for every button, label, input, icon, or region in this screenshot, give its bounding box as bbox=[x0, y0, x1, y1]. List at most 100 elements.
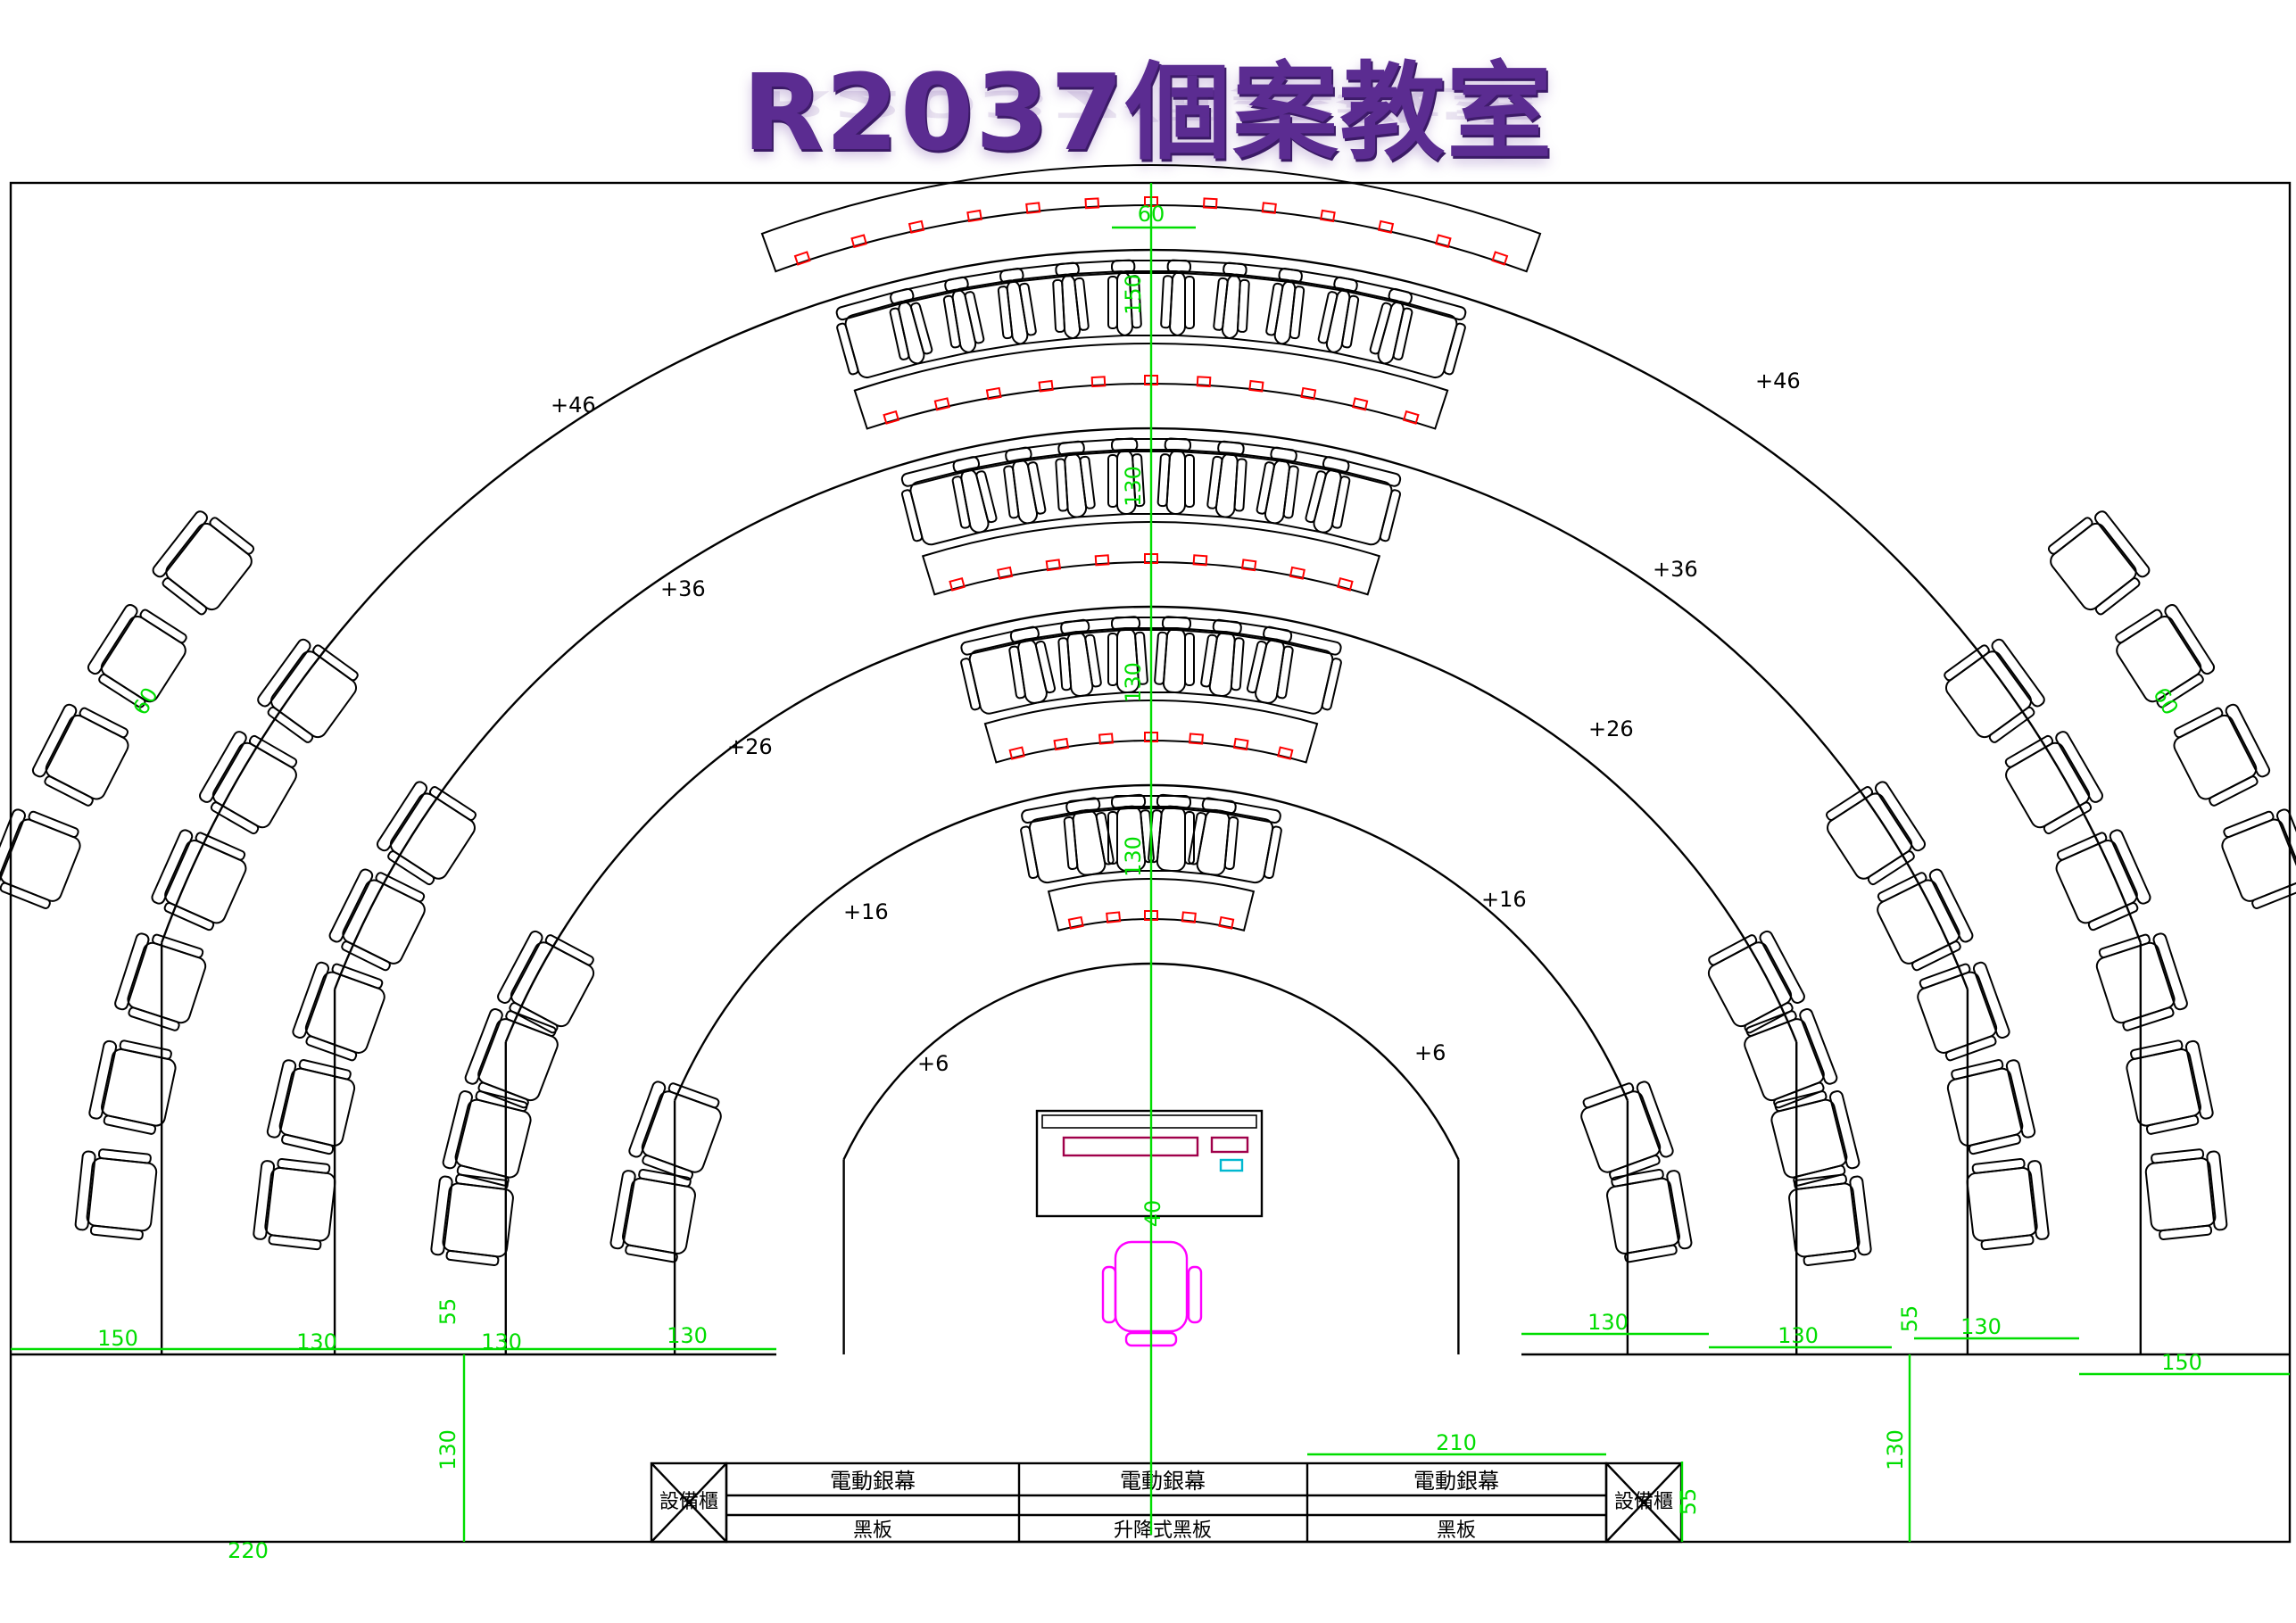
seat-arm bbox=[1265, 282, 1284, 336]
seat bbox=[2047, 510, 2151, 616]
seat-arm bbox=[1609, 1155, 1661, 1181]
seat-arm bbox=[1018, 282, 1037, 336]
seat-arm bbox=[0, 882, 51, 909]
seat-arm bbox=[162, 577, 208, 616]
dimension-label: 60 bbox=[1138, 202, 1165, 227]
seat-cushion bbox=[304, 971, 385, 1054]
seat-back bbox=[257, 638, 311, 708]
seat-arm bbox=[248, 734, 298, 768]
seat-arm bbox=[139, 609, 187, 644]
seat-arm bbox=[1951, 1059, 2004, 1081]
dimension-label: 130 bbox=[1121, 662, 1146, 703]
seat-arm bbox=[2209, 775, 2259, 807]
row-label: +16 bbox=[1481, 887, 1527, 912]
seat-arm bbox=[2087, 901, 2139, 932]
seat-arm bbox=[1107, 454, 1118, 508]
seat-back bbox=[2005, 1059, 2036, 1139]
seat bbox=[2095, 932, 2188, 1031]
seat-arm bbox=[89, 1224, 144, 1240]
seat bbox=[951, 446, 1047, 534]
seat bbox=[1055, 437, 1146, 518]
seat-arm bbox=[836, 322, 859, 376]
seat bbox=[199, 731, 298, 835]
seat-arm bbox=[1877, 872, 1927, 903]
seat-cushion bbox=[0, 818, 81, 902]
seat bbox=[609, 1168, 696, 1263]
seat-back bbox=[952, 446, 1032, 474]
seat-cushion bbox=[2221, 818, 2296, 902]
seat-back bbox=[835, 287, 915, 321]
power-outlet bbox=[1008, 746, 1025, 760]
seat-arm bbox=[445, 1249, 500, 1266]
seat bbox=[1188, 797, 1282, 884]
seat bbox=[114, 932, 207, 1031]
seat-arm bbox=[281, 1133, 335, 1155]
seat-back bbox=[1223, 261, 1303, 284]
seat-arm bbox=[1184, 276, 1195, 329]
seat-arm bbox=[2056, 832, 2108, 861]
dimension-label: 130 bbox=[435, 1429, 460, 1470]
seat-cushion bbox=[1165, 449, 1239, 518]
seat-arm bbox=[428, 786, 477, 821]
seat-back bbox=[199, 731, 247, 803]
seat bbox=[2144, 1148, 2228, 1240]
seat-arm bbox=[1276, 645, 1294, 700]
seat-arm bbox=[1443, 322, 1466, 376]
dimension-label: 130 bbox=[1960, 1314, 2002, 1339]
seat bbox=[257, 638, 359, 743]
seat-back bbox=[944, 268, 1024, 294]
power-outlet bbox=[1337, 576, 1354, 592]
dimension-label: 150 bbox=[2161, 1350, 2202, 1375]
seat-arm bbox=[2098, 933, 2151, 958]
seat-arm bbox=[2145, 1114, 2200, 1135]
seat bbox=[835, 287, 933, 379]
seat-arm bbox=[2122, 1006, 2175, 1031]
seat-back bbox=[1759, 930, 1805, 1004]
power-outlet bbox=[1277, 746, 1294, 760]
seat-back bbox=[1156, 793, 1237, 815]
seat-arm bbox=[1582, 1082, 1635, 1109]
power-outlet bbox=[1038, 379, 1054, 393]
seat-arm bbox=[2043, 801, 2093, 835]
seat-arm bbox=[2047, 517, 2093, 555]
seat bbox=[0, 808, 81, 909]
seat-arm bbox=[1988, 706, 2035, 743]
seat-arm bbox=[1341, 294, 1360, 349]
chair-arm bbox=[1187, 1265, 1203, 1324]
seat-back bbox=[2164, 603, 2216, 675]
seat-arm bbox=[267, 706, 314, 743]
dimension-label: 220 bbox=[228, 1538, 269, 1563]
seat-arm bbox=[1794, 1173, 1847, 1190]
seat bbox=[328, 868, 426, 972]
seat bbox=[1246, 625, 1342, 715]
seat bbox=[900, 456, 998, 546]
seat-arm bbox=[2094, 577, 2141, 616]
seat-arm bbox=[1826, 786, 1874, 821]
desk-center bbox=[1047, 878, 1256, 932]
page-title: R2037個案教室 bbox=[742, 51, 1554, 174]
seat bbox=[960, 625, 1057, 715]
seat-back bbox=[1217, 440, 1297, 464]
seat-arm bbox=[1063, 816, 1079, 870]
seat-cushion bbox=[2126, 1048, 2201, 1127]
seat-arm bbox=[1919, 963, 1971, 990]
power-outlet bbox=[997, 566, 1014, 580]
seat bbox=[1256, 446, 1351, 534]
seat bbox=[87, 603, 187, 708]
seat bbox=[1020, 797, 1115, 884]
seat-arm bbox=[1107, 811, 1118, 865]
seat-arm bbox=[2251, 882, 2296, 909]
power-outlet bbox=[1181, 911, 1197, 923]
seat-back bbox=[900, 456, 981, 487]
dimension-label: 130 bbox=[1587, 1310, 1629, 1335]
seat-back bbox=[2276, 808, 2296, 885]
cabinet-left-label: 設備櫃 bbox=[659, 1491, 718, 1513]
seat-back bbox=[960, 625, 1040, 656]
seat-arm bbox=[1624, 1244, 1678, 1263]
row-label: +26 bbox=[1588, 716, 1634, 741]
screen-label: 電動銀幕 bbox=[1120, 1469, 1206, 1494]
power-outlet bbox=[1377, 219, 1395, 234]
seat bbox=[74, 1148, 158, 1240]
seat-arm bbox=[387, 850, 435, 886]
seat-arm bbox=[2151, 1148, 2205, 1164]
